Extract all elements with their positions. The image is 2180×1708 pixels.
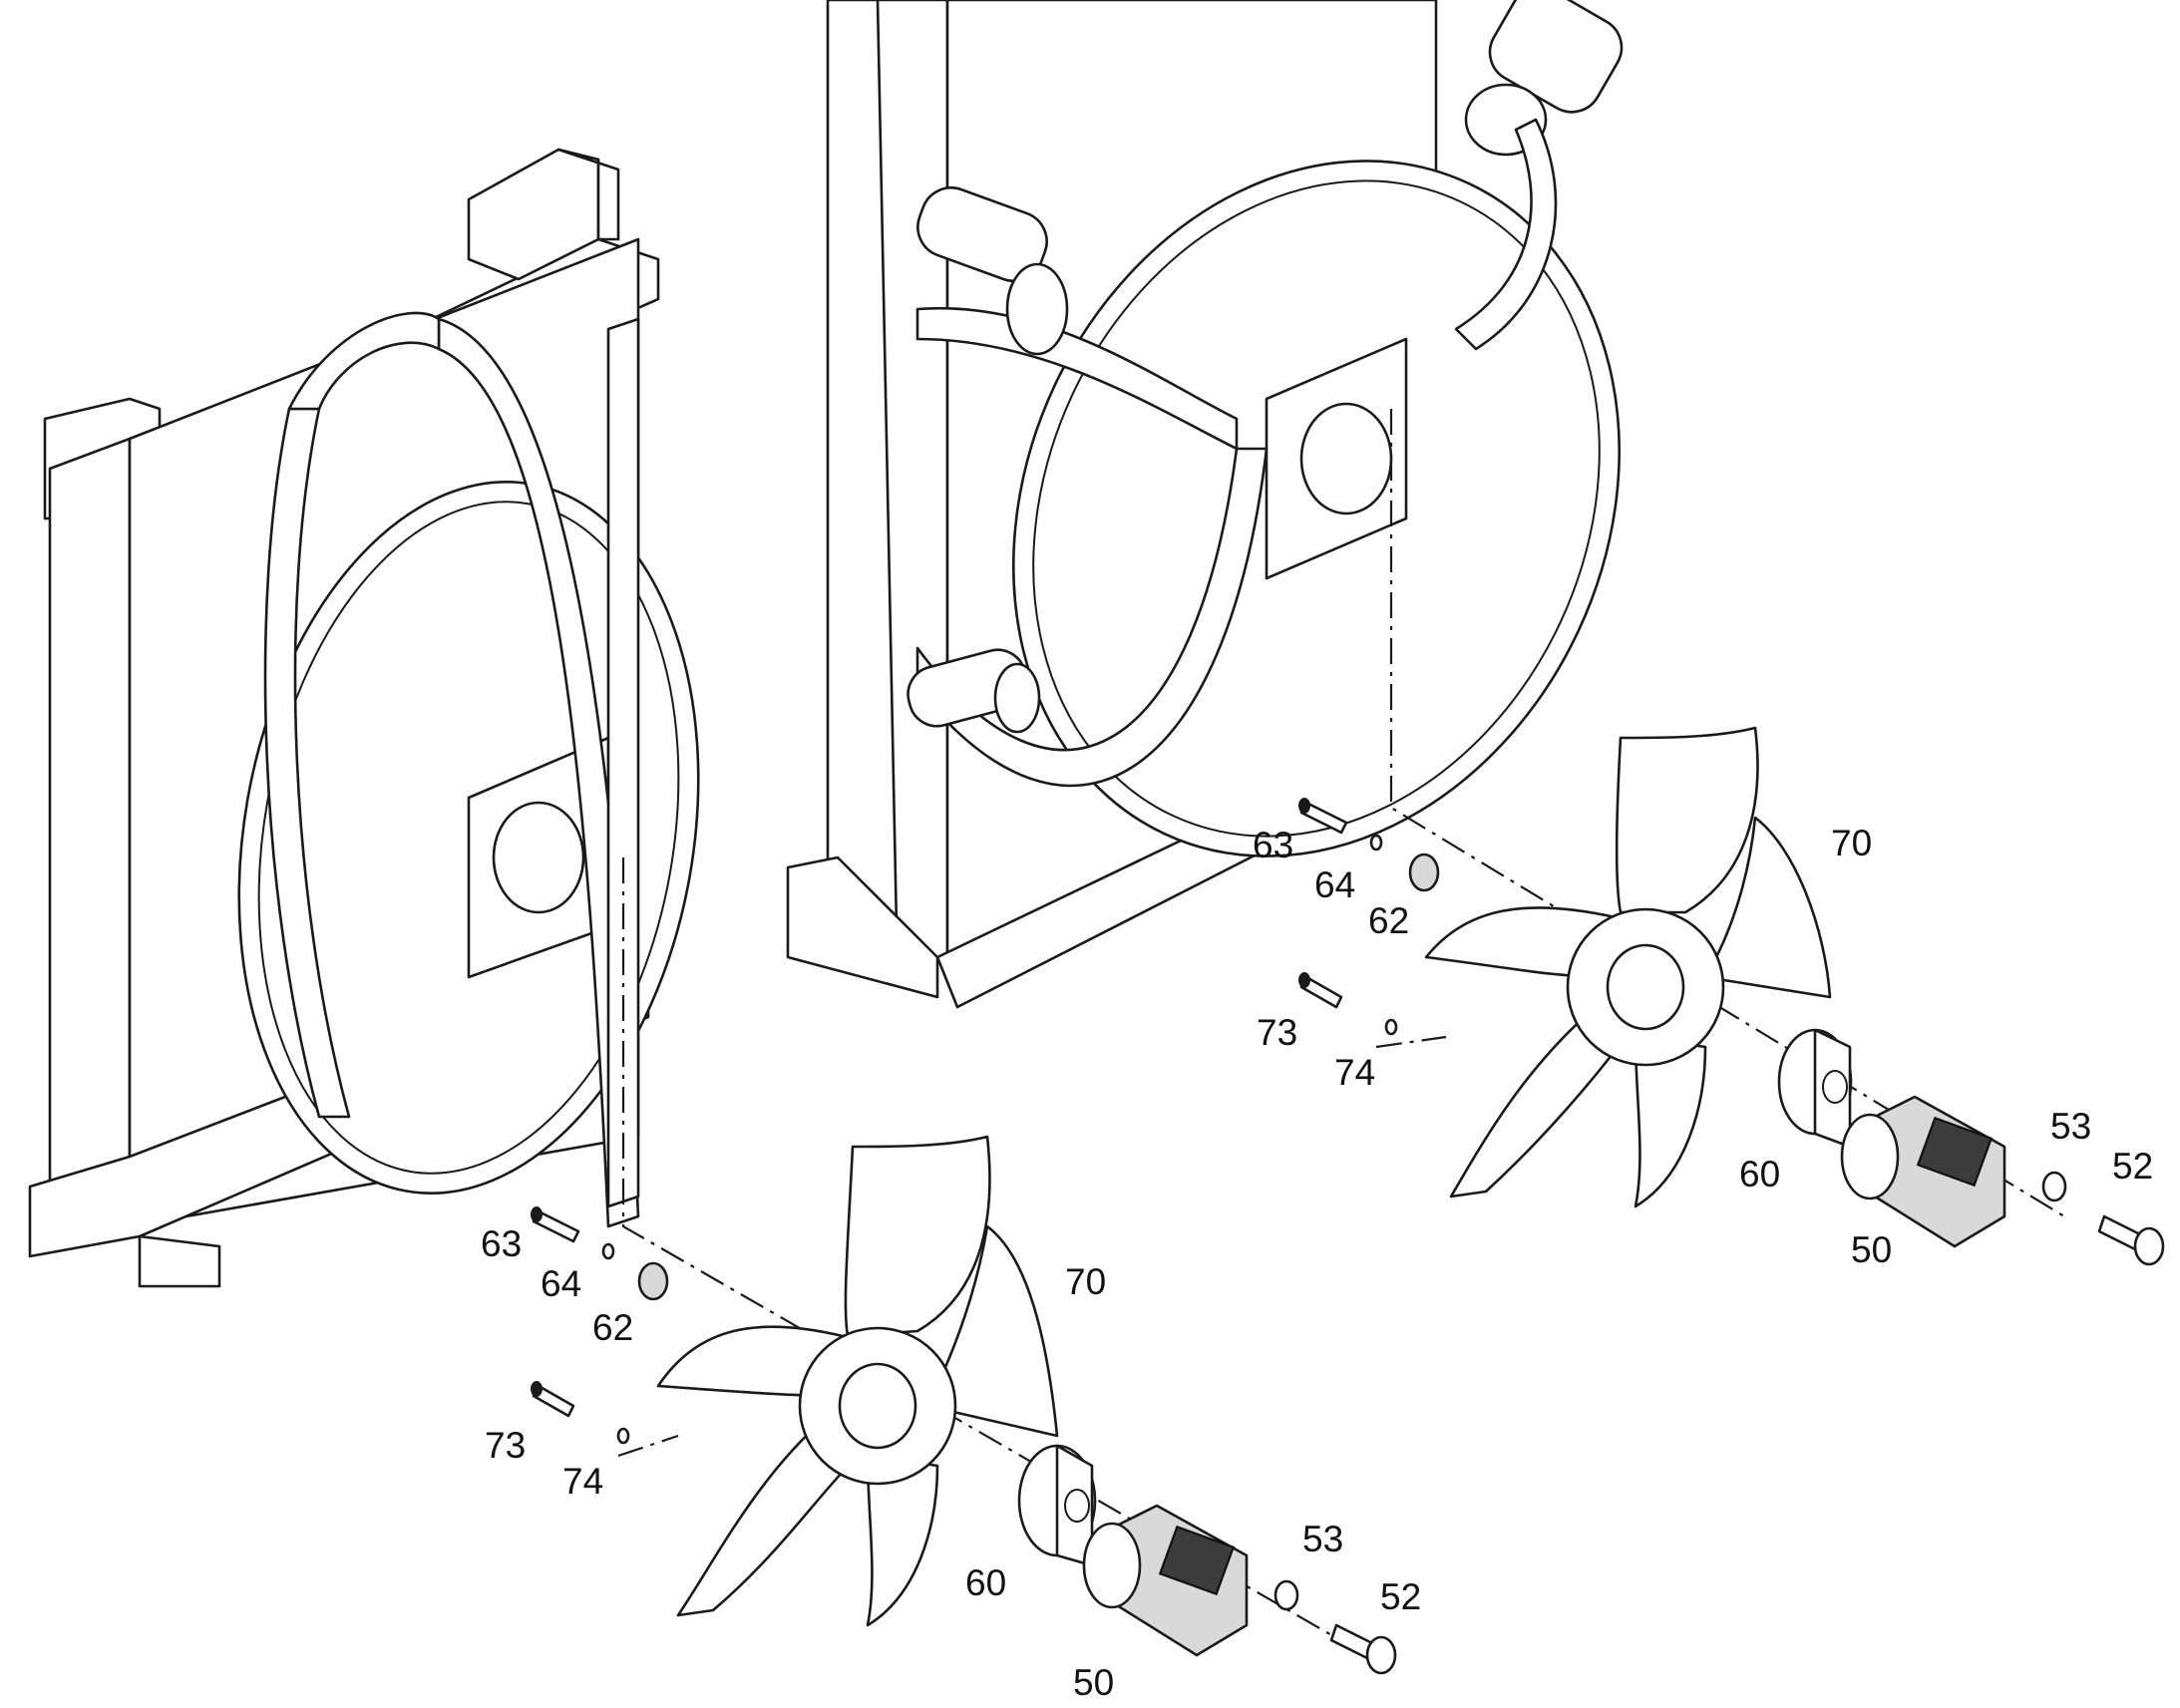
callout-53: 53 (1302, 1519, 1343, 1559)
callout-70: 70 (1831, 823, 1872, 863)
bolt-52 (1329, 1623, 1397, 1675)
washer-74 (616, 1427, 630, 1445)
callout-52: 52 (2112, 1146, 2153, 1187)
fan-blade-70 (1424, 726, 1832, 1208)
callout-70: 70 (1065, 1261, 1106, 1302)
hub-60 (1777, 1028, 1853, 1149)
washer-74 (1384, 1018, 1398, 1036)
fan-assembly-right (1298, 409, 2165, 1266)
callout-74: 74 (1334, 1052, 1375, 1093)
washer-64 (1369, 834, 1383, 852)
washer-53 (2041, 1171, 2067, 1202)
callouts-right: 63 64 62 73 74 70 60 50 53 52 (1253, 823, 2153, 1270)
motor-50 (1082, 1504, 1249, 1657)
bolt-73 (1298, 972, 1343, 1009)
callout-74: 74 (562, 1461, 603, 1502)
callout-63: 63 (481, 1223, 522, 1264)
callout-73: 73 (1257, 1012, 1297, 1053)
washer-53 (1273, 1579, 1299, 1611)
callout-60: 60 (1739, 1154, 1780, 1195)
fan-assembly-left (531, 857, 1397, 1675)
spacer-62 (1408, 853, 1440, 892)
callout-50: 50 (1851, 1229, 1892, 1270)
bolt-52 (2097, 1214, 2165, 1266)
bolt-63 (531, 1206, 580, 1243)
fan-blade-70 (656, 1135, 1059, 1627)
callout-64: 64 (541, 1263, 581, 1304)
centerline-axis-lower (617, 1434, 679, 1458)
spacer-62 (637, 1261, 669, 1301)
callout-60: 60 (965, 1562, 1006, 1603)
washer-64 (601, 1242, 615, 1260)
centerline-axis-lower (1375, 1035, 1447, 1049)
callout-63: 63 (1253, 825, 1293, 865)
callout-62: 62 (592, 1307, 633, 1348)
callout-73: 73 (485, 1425, 526, 1466)
motor-50 (1840, 1095, 2006, 1248)
hub-60 (1017, 1444, 1097, 1567)
callout-52: 52 (1380, 1576, 1421, 1617)
callout-53: 53 (2050, 1106, 2091, 1147)
callout-64: 64 (1314, 864, 1355, 905)
radiator-right (786, 0, 1624, 1009)
callout-50: 50 (1073, 1662, 1114, 1703)
bolt-73 (531, 1381, 575, 1418)
callout-62: 62 (1368, 900, 1409, 941)
bolt-63 (1298, 798, 1348, 835)
radiator-left (28, 148, 700, 1288)
centerline-axis (621, 857, 1367, 1656)
callouts-left: 63 64 62 73 74 70 60 50 53 52 (481, 1223, 1421, 1703)
